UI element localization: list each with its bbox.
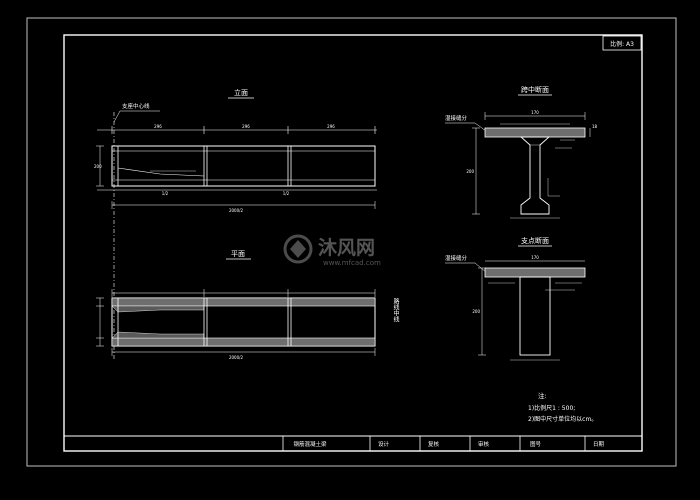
plan-dim-total: 2000/2	[229, 355, 244, 360]
mid-wet-joint-label: 湿接缝分	[445, 114, 468, 122]
mid-dim-height: 200	[466, 169, 474, 174]
support-top-flange	[484, 267, 586, 278]
watermark-url: www.mfcad.com	[323, 259, 381, 267]
title-approve: 审核	[478, 440, 490, 448]
elev-beam-outline	[111, 145, 376, 187]
watermark-brand: 沐风网	[318, 237, 375, 259]
title-review: 复核	[428, 440, 440, 448]
svg-text:200: 200	[94, 164, 102, 169]
elev-dim-bottom-right: 1/2	[283, 191, 290, 196]
support-section-title: 支点断面	[521, 236, 549, 245]
support-web	[519, 276, 551, 356]
mid-section-title: 跨中断面	[521, 85, 549, 94]
elev-dim-span-3: 296	[327, 124, 335, 129]
notes-line-2: 2)图中尺寸单位均以cm。	[528, 415, 597, 423]
mid-top-flange	[484, 127, 586, 138]
drawing-frame	[63, 34, 643, 452]
watermark-logo-icon	[283, 234, 313, 264]
title-design: 设计	[378, 440, 390, 448]
elev-dim-span-2: 296	[242, 124, 250, 129]
mid-dim-top-width: 170	[531, 110, 539, 115]
mid-dim-flange: 18	[592, 124, 598, 129]
plan-title: 平面	[231, 250, 245, 258]
title-date: 日期	[593, 441, 605, 448]
support-dim-height: 200	[472, 309, 480, 314]
elevation-title: 立面	[234, 88, 248, 97]
elev-dim-bottom-left: 1/2	[162, 191, 169, 196]
scale-box: 比例: A3	[602, 35, 642, 51]
sheet-border	[26, 17, 677, 467]
watermark: 沐风网 www.mfcad.com	[283, 234, 381, 267]
elevation-view: 立面 296 296 296 支座中心线 200 1/2	[94, 88, 377, 213]
support-wet-joint-label: 湿接缝分	[445, 254, 468, 262]
support-dim-top-width: 170	[531, 255, 539, 260]
road-center-label: 路线中线	[375, 297, 399, 322]
title-drawing-no: 图号	[530, 440, 542, 448]
support-section: 支点断面 湿接缝分 170 200	[445, 236, 586, 361]
mid-span-section: 跨中断面 湿接缝分 170 18 200	[445, 85, 598, 219]
notes-block: 注: 1)比例尺1 : 500; 2)图中尺寸单位均以cm。	[528, 391, 597, 423]
pier-center-label: 支座中心线	[122, 102, 150, 110]
title-block: 钢筋混凝土梁 设计 复核 审核 图号 日期	[64, 435, 642, 451]
scale-box-label: 比例: A3	[610, 40, 634, 48]
elev-dim-total: 2000/2	[229, 208, 244, 213]
notes-line-1: 1)比例尺1 : 500;	[528, 404, 575, 412]
title-drawing-name: 钢筋混凝土梁	[293, 440, 327, 448]
elev-dim-span-1: 296	[154, 124, 162, 129]
notes-heading: 注:	[538, 391, 547, 400]
mid-web	[519, 136, 551, 215]
